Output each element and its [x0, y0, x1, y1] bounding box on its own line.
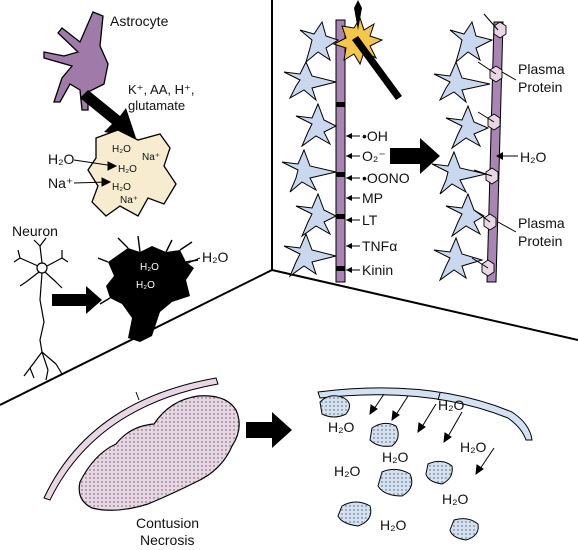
- ions-label-line1: K⁺, AA, H⁺,: [128, 82, 194, 97]
- neuron-cell-water-2: H₂O: [136, 280, 155, 291]
- arrow-to-edema: [246, 412, 292, 448]
- mediator-lt: LT: [362, 212, 378, 228]
- edema-water-5: H₂O: [460, 439, 487, 455]
- contusion-stipple: [79, 395, 240, 511]
- neuron-label: Neuron: [12, 223, 58, 239]
- astro-cell-sodium-1: Na⁺: [142, 152, 160, 163]
- mediator-hydroxyl: •OH: [362, 128, 388, 144]
- edema-water-2: H₂O: [328, 419, 355, 435]
- vessel-leak-arrows: [471, 13, 499, 269]
- astro-influx-arrows: [73, 159, 118, 187]
- astro-water-label: H₂O: [48, 151, 75, 167]
- mediator-superoxide: O₂⁻: [362, 148, 386, 164]
- injury-probe: [352, 36, 402, 100]
- ions-label-line2: glutamate: [128, 98, 185, 113]
- swollen-astrocyte: [87, 129, 177, 217]
- plasma-protein-label-2a: Plasma: [518, 215, 565, 231]
- edema-stipple: [320, 395, 479, 540]
- vessel-injury-panel: •OH O₂⁻ •OONO MP LT TNFα Kinin: [281, 0, 565, 283]
- mediator-tnf: TNFα: [362, 238, 397, 254]
- vessel-left: [335, 19, 346, 283]
- vessel-right: [486, 21, 504, 283]
- edema-water-4: H₂O: [382, 449, 409, 465]
- neuron-cell-water-1: H₂O: [140, 262, 159, 273]
- neuron-influx-arrow: [158, 257, 201, 277]
- neuron-panel: Neuron H₂O H₂O H₂O: [12, 223, 229, 381]
- contusion-label-line2: Necrosis: [140, 532, 194, 548]
- vessel-right-glia: [431, 20, 494, 282]
- swollen-neuron: [106, 246, 194, 342]
- contusion-label-line1: Contusion: [136, 515, 199, 531]
- astro-cell-water-3: H₂O: [112, 182, 131, 193]
- astrocyte-panel: Astrocyte K⁺, AA, H⁺, glutamate H₂O Na⁺ …: [43, 11, 194, 217]
- edema-water-3: H₂O: [334, 463, 361, 479]
- astro-cell-sodium-2: Na⁺: [120, 195, 138, 206]
- astro-cell-water-2: H₂O: [118, 164, 137, 175]
- vessel-water-label: H₂O: [520, 149, 547, 165]
- plasma-protein-label-2b: Protein: [518, 233, 562, 249]
- astro-cell-water-1: H₂O: [112, 144, 131, 155]
- arrow-to-leaky-vessel: [390, 138, 440, 174]
- neuron-water-label: H₂O: [202, 249, 229, 265]
- contusion-panel: Contusion Necrosis H₂O: [43, 377, 533, 548]
- vessel-left-glia: [281, 20, 340, 278]
- edema-water-6: H₂O: [442, 491, 469, 507]
- mediator-list: •OH O₂⁻ •OONO MP LT TNFα Kinin: [346, 128, 410, 278]
- vessel-left-gaps: [336, 102, 345, 271]
- edema-influx-arrows: [369, 393, 495, 476]
- plasma-protein-label-1b: Protein: [518, 79, 562, 95]
- mediator-mp: MP: [362, 190, 383, 206]
- astrocyte-label: Astrocyte: [110, 13, 169, 29]
- injury-probe-tip: [354, 0, 362, 30]
- mediator-kinin: Kinin: [362, 262, 393, 278]
- plasma-protein-label-1a: Plasma: [518, 61, 565, 77]
- edema-surface-right: [317, 387, 533, 441]
- edema-water-1: H₂O: [438, 397, 465, 413]
- neuron-cell: [13, 237, 69, 381]
- edema-water-7: H₂O: [380, 517, 407, 533]
- arrow-to-swollen-neuron: [52, 286, 102, 314]
- astrocyte-cell: [43, 11, 109, 111]
- arrow-to-swollen-astrocyte: [80, 90, 136, 138]
- mediator-peroxynitrite: •OONO: [362, 170, 410, 186]
- astro-sodium-label: Na⁺: [48, 175, 73, 191]
- contusion-surface-left: [43, 377, 219, 501]
